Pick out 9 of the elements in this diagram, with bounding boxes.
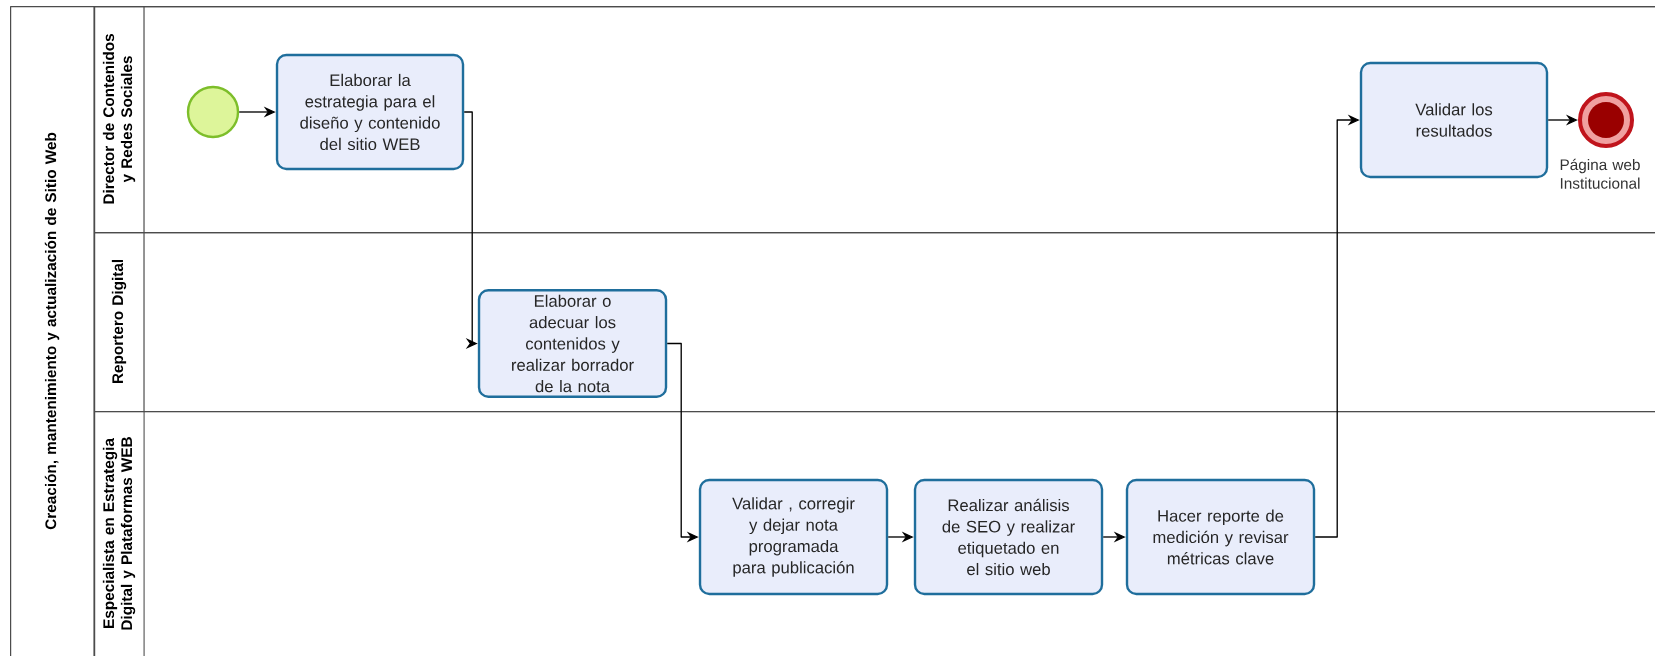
task-box: Elaborar o adecuar los contenidos y realizar borrador de la nota (477, 289, 668, 398)
task-box: Hacer reporte de medición y revisar métricas clave (1125, 478, 1316, 596)
start-event (186, 85, 240, 139)
task-box: Elaborar la estrategia para el diseño y contenido del sitio WEB (275, 53, 465, 171)
task-box: Validar los resultados (1359, 61, 1549, 179)
event-label: Página web Institucional (1560, 158, 1640, 189)
task-box: Validar , corregir y dejar nota programada para publicación (698, 478, 889, 596)
task-box: Realizar análisis de SEO y realizar etiquetado en el sitio web (913, 478, 1104, 596)
end-event (1578, 92, 1634, 148)
